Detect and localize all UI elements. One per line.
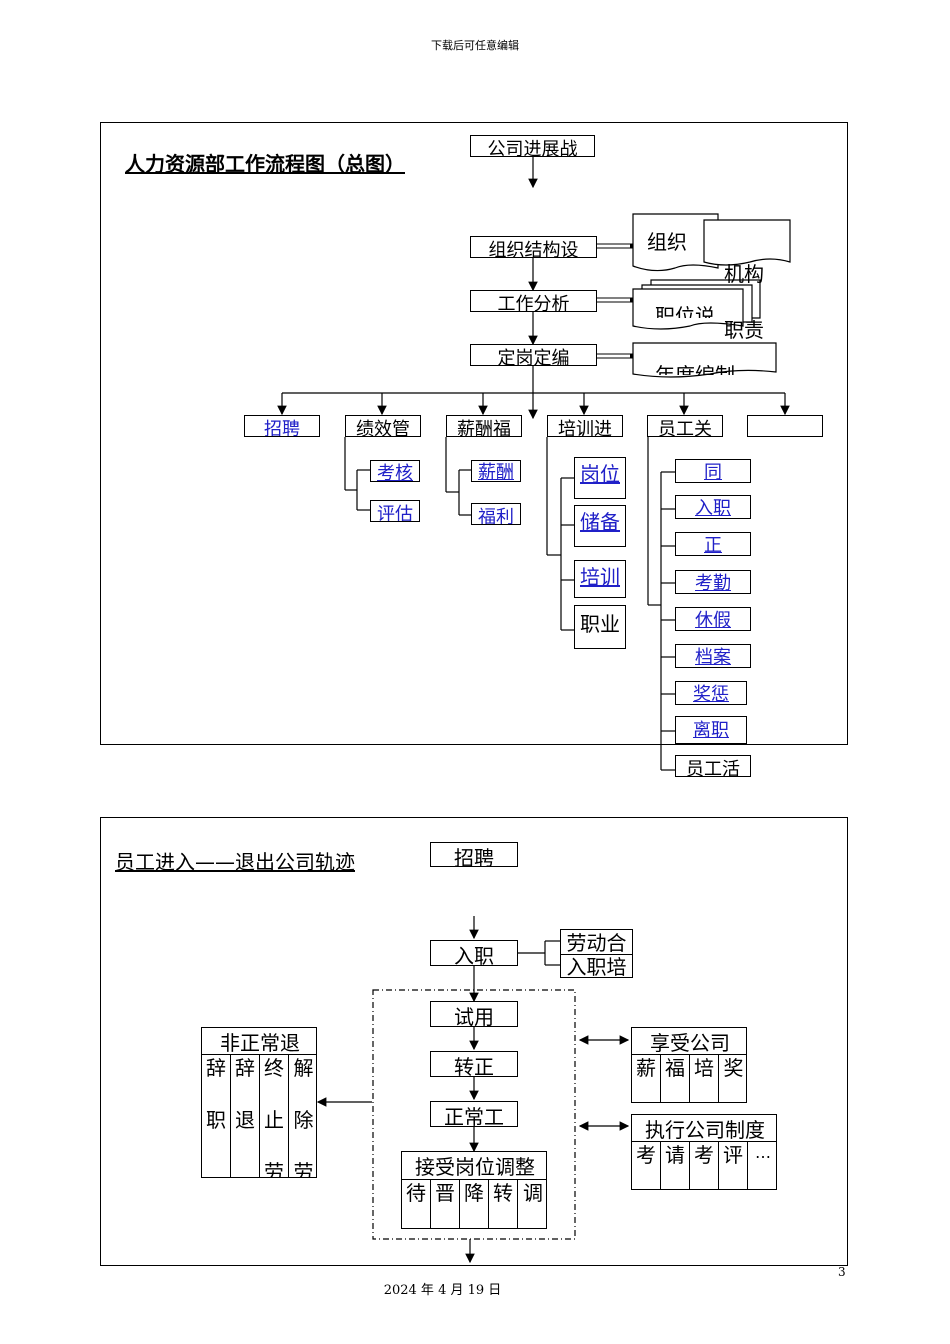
branch-employee-relations: 员工关	[647, 415, 723, 437]
execute-item: 考	[632, 1142, 661, 1189]
footer-date: 2024 年 4 月 19 日	[383, 1283, 502, 1298]
abnormal-item: 解 除 劳	[293, 1056, 314, 1178]
branch-blank	[747, 415, 823, 437]
org-structure-box: 组织结构设	[470, 236, 597, 258]
adjust-item: 待	[402, 1180, 431, 1228]
doc-job-label-2: 职责	[724, 318, 764, 342]
pay-sub-welfare[interactable]: 福利	[471, 503, 521, 525]
rel-sub-regular[interactable]: 正	[675, 532, 751, 556]
train-sub-reserve[interactable]: 储备	[574, 505, 626, 547]
doc-org-label-2: 机构	[724, 262, 764, 286]
train-sub-post[interactable]: 岗位	[574, 457, 626, 499]
branch-training: 培训进	[547, 415, 623, 437]
abnormal-item: 辞 职	[202, 1055, 231, 1177]
adjust-item: 转	[489, 1180, 518, 1228]
doc-org-label: 组织	[647, 230, 687, 254]
hr-flowchart-frame	[100, 122, 848, 745]
perf-sub-evaluation[interactable]: 评估	[370, 500, 420, 522]
adjust-item: 调	[523, 1181, 543, 1205]
hr-flowchart-title: 人力资源部工作流程图（总图）	[125, 152, 405, 176]
enjoy-item: 福	[661, 1055, 690, 1102]
job-analysis-box: 工作分析	[470, 290, 597, 312]
adjust-title: 接受岗位调整	[415, 1155, 535, 1179]
train-sub-career: 职业	[574, 605, 626, 649]
employee-track-frame	[100, 817, 848, 1266]
execute-item: 请	[661, 1142, 690, 1189]
entry-training-box: 入职培	[560, 954, 633, 978]
rel-sub-resign[interactable]: 离职	[675, 716, 747, 744]
execute-item: 考	[690, 1142, 719, 1189]
train-sub-training[interactable]: 培训	[574, 560, 626, 598]
employee-track-title: 员工进入——退出公司轨迹	[115, 850, 355, 874]
branch-compensation: 薪酬福	[446, 415, 522, 437]
rel-sub-leave[interactable]: 休假	[675, 607, 751, 631]
labor-contract-box: 劳动合	[560, 929, 633, 955]
rel-sub-activities: 员工活	[675, 755, 751, 777]
branch-performance: 绩效管	[345, 415, 421, 437]
perf-sub-assessment[interactable]: 考核	[370, 460, 420, 482]
page-header-note: 下载后可任意编辑	[431, 39, 519, 52]
abnormal-item: 终 止 劳	[260, 1055, 289, 1177]
recruit-box: 招聘	[430, 842, 518, 867]
trial-box: 试用	[430, 1001, 518, 1027]
doc-staff-label: 年度编制	[655, 363, 735, 375]
company-strategy-box: 公司进展战	[470, 135, 595, 157]
rel-sub-onboard[interactable]: 入职	[675, 495, 751, 519]
adjust-item: 降	[460, 1180, 489, 1228]
rel-sub-contract[interactable]: 同	[675, 459, 751, 483]
enjoy-item: 薪	[632, 1055, 661, 1102]
branch-recruit[interactable]: 招聘	[244, 415, 320, 437]
doc-job-label: 职位说	[655, 304, 715, 318]
enjoy-benefits-title: 享受公司	[650, 1031, 730, 1055]
adjust-table: 接受岗位调整 待 晋 降 转 调	[401, 1151, 547, 1229]
abnormal-exit-title: 非正常退	[220, 1031, 300, 1055]
execute-rules-title: 执行公司制度	[645, 1118, 765, 1142]
regular-box: 转正	[430, 1051, 518, 1077]
adjust-item: 晋	[431, 1180, 460, 1228]
rel-sub-archive[interactable]: 档案	[675, 644, 751, 668]
enjoy-benefits-table: 享受公司 薪 福 培 奖	[631, 1027, 747, 1103]
page-number: 3	[838, 1265, 846, 1279]
execute-item: …	[755, 1143, 771, 1162]
execute-rules-table: 执行公司制度 考 请 考 评 …	[631, 1114, 777, 1190]
rel-sub-rewards[interactable]: 奖惩	[675, 681, 747, 705]
abnormal-exit-table: 非正常退 辞 职 辞 退 终 止 劳 解 除 劳	[201, 1027, 317, 1178]
execute-item: 评	[719, 1142, 748, 1189]
enjoy-item: 奖	[723, 1056, 744, 1080]
enjoy-item: 培	[690, 1055, 719, 1102]
abnormal-item: 辞 退	[231, 1055, 260, 1177]
entry-box: 入职	[430, 940, 518, 966]
normal-work-box: 正常工	[430, 1101, 518, 1127]
rel-sub-attendance[interactable]: 考勤	[675, 570, 751, 594]
staffing-box: 定岗定编	[470, 344, 597, 366]
pay-sub-salary[interactable]: 薪酬	[471, 460, 521, 482]
